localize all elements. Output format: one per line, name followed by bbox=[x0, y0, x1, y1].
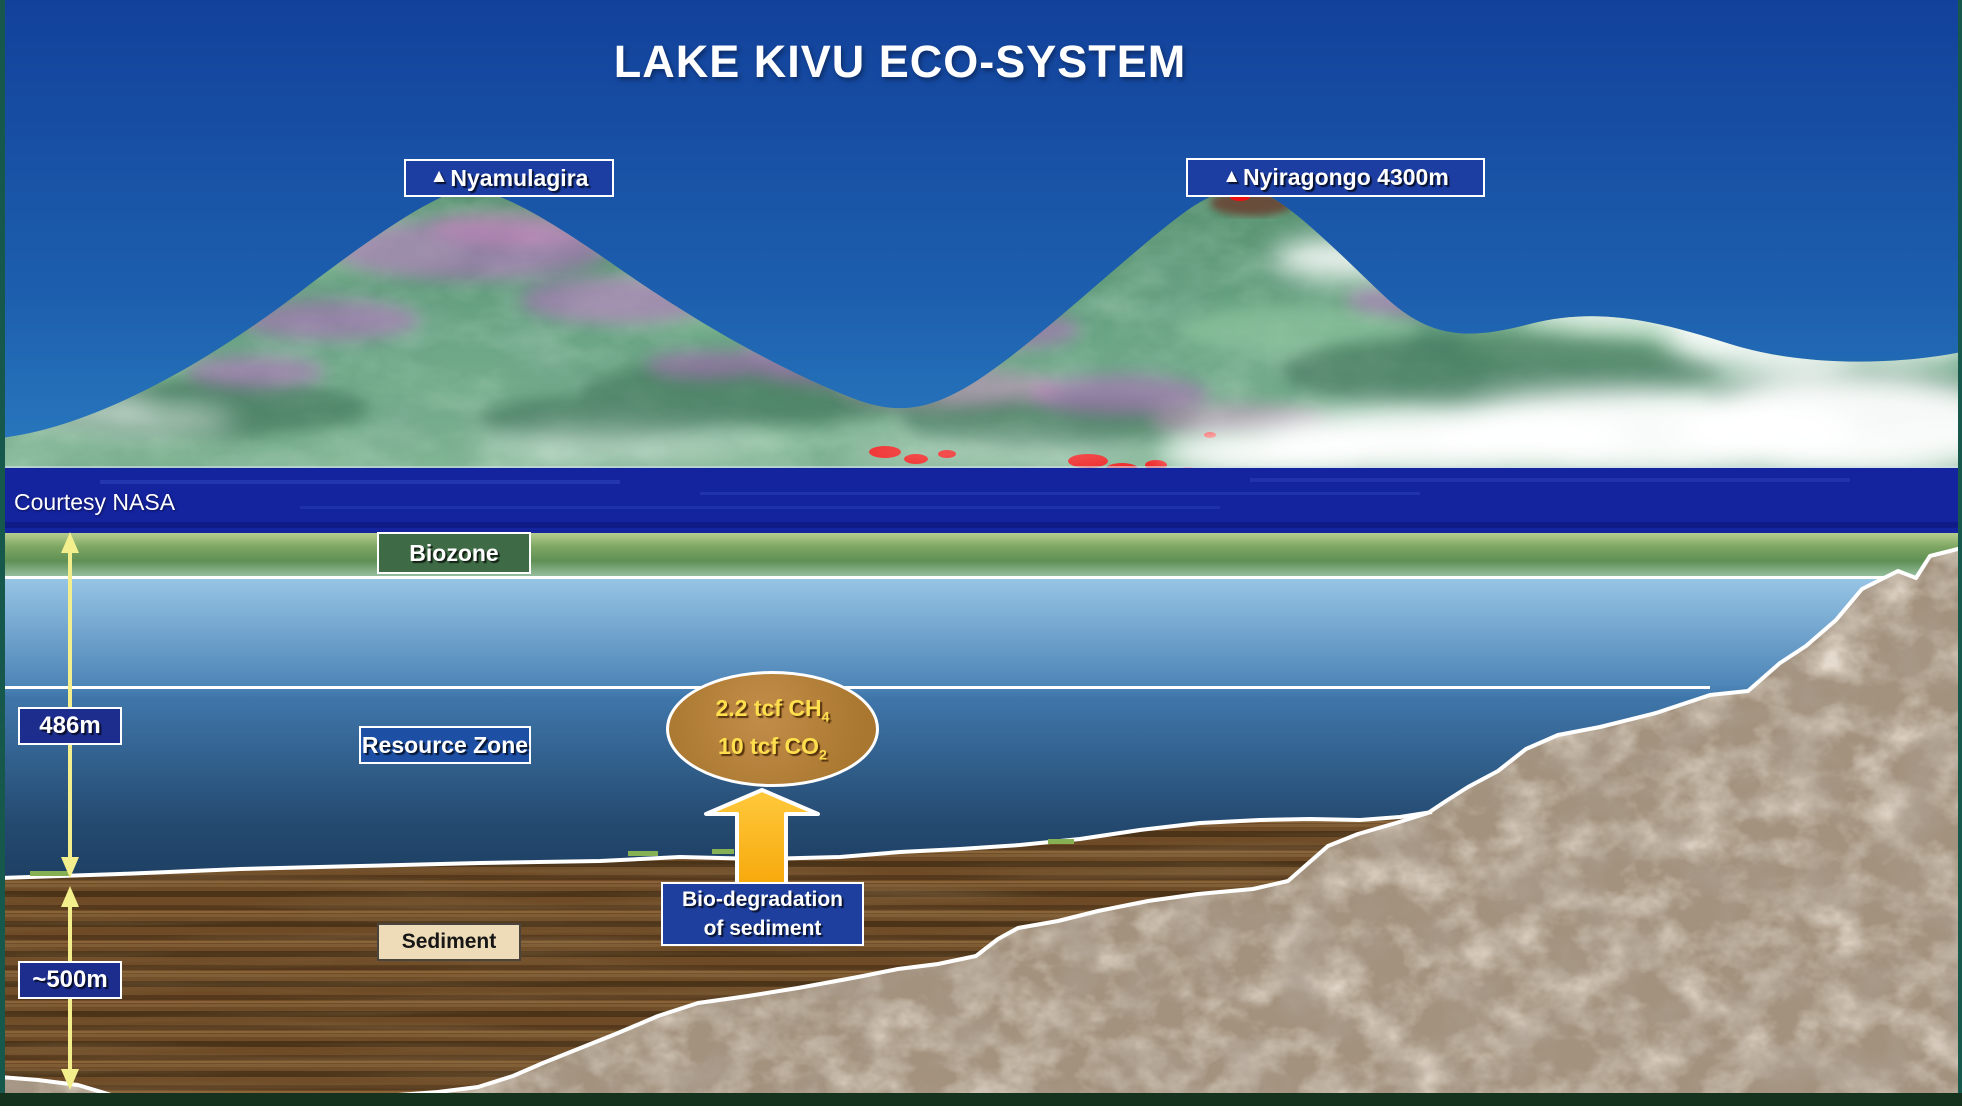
sediment-label: Sediment bbox=[377, 923, 521, 961]
gas-reserves-bubble: 2.2 tcf CH4 10 tcf CO2 bbox=[666, 671, 879, 787]
ch4-reserve: 2.2 tcf CH4 bbox=[715, 695, 830, 726]
volcano-name: Nyiragongo 4300m bbox=[1243, 164, 1449, 190]
water-surface-line bbox=[0, 576, 1962, 580]
left-border bbox=[0, 0, 5, 1105]
bottom-border-bar bbox=[0, 1093, 1962, 1106]
resource-zone-label: Resource Zone bbox=[359, 726, 531, 764]
lake-surface-band bbox=[0, 466, 1962, 534]
water-depth-arrow bbox=[61, 532, 79, 878]
sediment-top-outline bbox=[0, 810, 1433, 880]
sediment-depth-label: ~500m bbox=[18, 961, 122, 999]
peak-triangle-icon: ▲ bbox=[1222, 165, 1241, 187]
volcano-label-nyiragongo: ▲Nyiragongo 4300m bbox=[1186, 158, 1485, 197]
right-border bbox=[1958, 0, 1962, 1105]
water-depth-label: 486m bbox=[18, 707, 122, 745]
zone-boundary-line bbox=[0, 686, 1710, 689]
volcano-label-nyamulagira: ▲Nyamulagira bbox=[404, 159, 614, 197]
bottom-white-strip bbox=[0, 1106, 1962, 1117]
biozone-label: Biozone bbox=[377, 532, 531, 574]
biozone-band bbox=[0, 533, 1962, 578]
volcano-name: Nyamulagira bbox=[450, 164, 589, 191]
co2-reserve: 10 tcf CO2 bbox=[718, 733, 827, 764]
credit-text: Courtesy NASA bbox=[14, 489, 176, 515]
peak-triangle-icon: ▲ bbox=[429, 166, 449, 187]
slide-title: LAKE KIVU ECO-SYSTEM bbox=[613, 36, 1187, 87]
sediment-top-algae-patches bbox=[30, 839, 1074, 876]
biodegradation-label: Bio-degradation of sediment bbox=[661, 882, 864, 946]
